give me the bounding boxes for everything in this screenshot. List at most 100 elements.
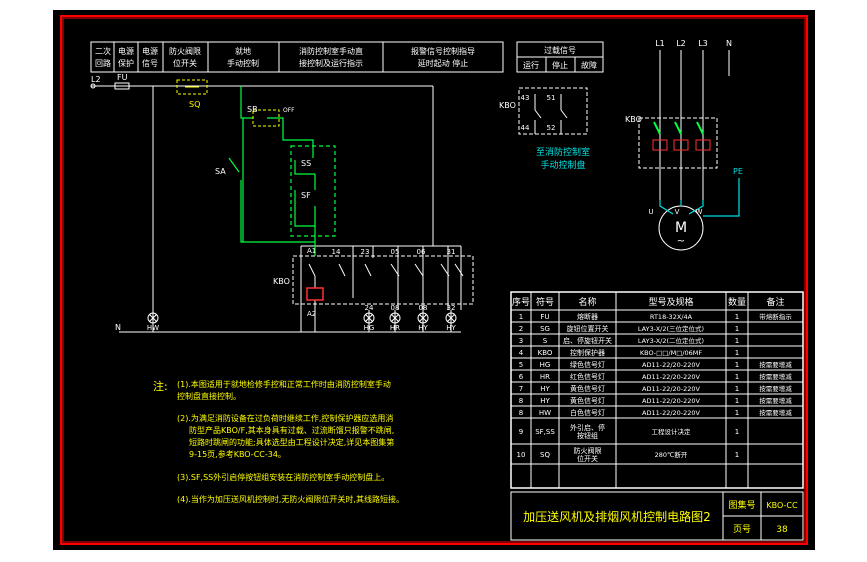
label-n: N	[115, 323, 121, 332]
table-cell: 外引启、停按钮组	[570, 423, 605, 440]
motor-terminal-label: W	[696, 208, 703, 216]
lamp-label: HG	[364, 324, 375, 332]
note-line: (1).本图适用于就地检修手控和正常工作时由消防控制室手动	[177, 379, 391, 389]
table-cell: AD11-22/20-220V	[642, 385, 701, 393]
lamp-cross	[419, 314, 427, 322]
label-kbo-aux: KBO	[499, 101, 516, 110]
table-cell: 绿色信号灯	[570, 360, 605, 369]
table-cell: HG	[540, 361, 551, 369]
table-cell: AD11-22/20-220V	[642, 361, 701, 369]
phase-label: L3	[698, 39, 708, 48]
label-sa: SA	[215, 167, 226, 176]
table-cell: HW	[539, 409, 551, 417]
table-cell: RT18-32X/4A	[650, 313, 693, 321]
table-cell: 6	[519, 373, 524, 381]
aux-terminal: 44	[521, 124, 530, 132]
table-cell: SG	[540, 325, 550, 333]
signal-lamp-icon	[147, 312, 159, 324]
table-cell: 红色信号灯	[570, 372, 605, 381]
table-cell: 按需要增减	[759, 408, 792, 417]
lamp-label: HW	[147, 324, 159, 332]
header-cell: 二次回路	[95, 46, 111, 68]
label-off: OFF	[283, 107, 295, 114]
notes-title: 注:	[153, 379, 168, 393]
terminal-bottom-label: 08	[419, 304, 428, 312]
table-cell: 1	[735, 361, 739, 369]
table-cell: 4	[519, 349, 524, 357]
table-cell: 按需要增减	[759, 396, 792, 405]
table-cell: 白色信号灯	[570, 408, 605, 417]
note-line: (2).为满足消防设备在过负荷时继续工作,控制保护器应选用消	[177, 413, 393, 423]
lamp-label: HR	[390, 324, 400, 332]
aux-terminal: 52	[547, 124, 556, 132]
label-sq: SQ	[189, 100, 200, 109]
terminal-top-label: 05	[391, 248, 400, 256]
title-block	[510, 491, 804, 541]
component-table	[510, 291, 804, 489]
page-number-label: 页号	[733, 524, 751, 535]
terminal-top-label: 14	[332, 248, 341, 256]
motor-ac-symbol: ~	[677, 236, 685, 247]
table-cell: AD11-22/20-220V	[642, 373, 701, 381]
table-cell: 1	[735, 313, 739, 321]
aux-contacts	[518, 87, 588, 135]
table-cell: 1	[735, 451, 739, 459]
header-table	[90, 41, 504, 73]
table-cell: 1	[735, 385, 739, 393]
green-control-wires	[228, 86, 336, 256]
table-cell: AD11-22/20-220V	[642, 409, 701, 417]
label-kbo-control: KBO	[273, 277, 290, 286]
motor-terminal-label: U	[648, 208, 653, 216]
table-cell: 1	[735, 409, 739, 417]
phase-label: N	[726, 39, 732, 48]
table-cell: 按需要增减	[759, 360, 792, 369]
lamp-cross	[391, 314, 399, 322]
circuit-drawing: 二次回路电源保护电源信号防火阀限位开关就地手动控制消防控制室手动直接控制及运行指…	[60, 15, 808, 545]
label-sb: SB	[247, 105, 258, 114]
table-cell: 旋钮位置开关	[567, 324, 609, 333]
signal-lamp-icon	[363, 312, 375, 324]
table-cell: 8	[519, 397, 523, 405]
label-a2: A2	[307, 310, 316, 318]
table-cell: 3	[519, 337, 523, 345]
table-cell: KBO	[538, 349, 553, 357]
sb-switch-box	[252, 109, 280, 127]
note-line: (4).当作为加压送风机控制时,无防火阀限位开关时,其线路短接。	[177, 494, 404, 504]
table-cell: LAY3-X/2(三位定位式)	[638, 324, 704, 333]
header-cell: 就地手动控制	[227, 46, 259, 68]
note-line: (3).SF,SS外引启停按钮组安装在消防控制室手动控制盘上。	[177, 472, 389, 482]
table-cell: 1	[735, 373, 739, 381]
header-overload-signal: 过载信号	[544, 45, 576, 55]
inner-frame	[62, 17, 806, 543]
table-cell: AD11-22/20-220V	[642, 397, 701, 405]
table-cell: HY	[540, 385, 550, 393]
header-stop: 停止	[552, 60, 568, 70]
phase-label: L1	[655, 39, 665, 48]
signal-lamp-icon	[417, 312, 429, 324]
lamp-cross	[365, 314, 373, 322]
table-header-cell: 序号	[512, 296, 530, 308]
label-a1: A1	[307, 247, 316, 255]
table-cell: 8	[519, 409, 523, 417]
header-cell: 电源信号	[142, 46, 158, 68]
table-cell: 启、停旋钮开关	[563, 336, 612, 345]
table-cell: KBO-□□/M□/06MF	[640, 349, 703, 357]
terminal-top-label: 31	[447, 248, 456, 256]
terminal-top-label: 23	[361, 248, 370, 256]
table-cell: SF,SS	[535, 428, 555, 436]
table-header-cell: 数量	[728, 296, 746, 308]
label-fu: FU	[117, 73, 128, 82]
aux-terminal: 43	[521, 94, 530, 102]
aux-caption: 至消防控制室手动控制盘	[536, 146, 590, 171]
header-cell: 报警信号控制指导延时起动 停止	[411, 46, 475, 68]
table-cell: 熔断器	[577, 312, 598, 321]
main-breaker-contacts	[652, 121, 711, 151]
table-cell: SQ	[540, 451, 550, 459]
table-cell: 防火阀限位开关	[574, 446, 602, 463]
signal-lamp-icon	[445, 312, 457, 324]
lamp-cross	[149, 314, 157, 322]
table-cell: LAY3-X/2(二位定位式)	[638, 336, 704, 345]
drawing-title: 加压送风机及排烟风机控制电路图2	[523, 509, 711, 524]
table-cell: 280℃断开	[655, 450, 688, 459]
header-cell: 防火阀限位开关	[169, 46, 201, 68]
